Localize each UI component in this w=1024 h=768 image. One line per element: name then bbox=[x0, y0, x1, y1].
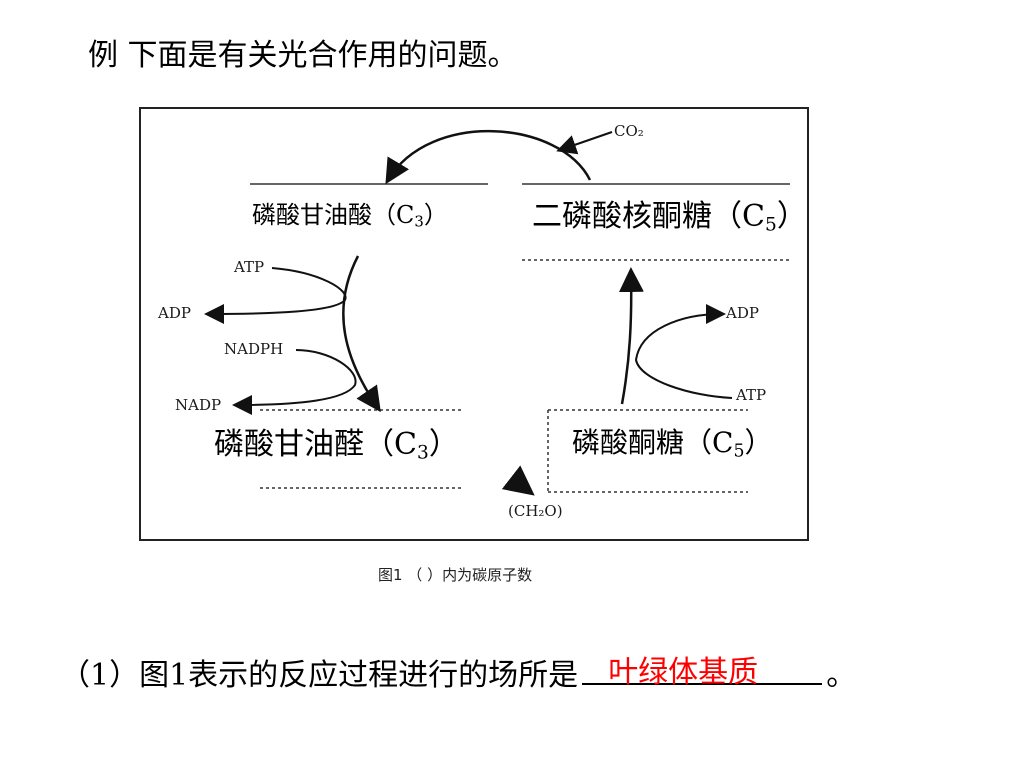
figure-frame bbox=[139, 107, 809, 541]
atp-left-label: ATP bbox=[234, 258, 265, 276]
rubp-label: 二磷酸核酮糖（C5） bbox=[532, 200, 807, 243]
ru5p-label-text: 磷酸酮糖（C bbox=[572, 426, 734, 459]
question-line: （1）图1表示的反应过程进行的场所是叶绿体基质 。 bbox=[60, 650, 856, 694]
rubp-label-sub: 5 bbox=[764, 214, 777, 236]
ch2o-arrow bbox=[501, 465, 535, 496]
carboxylation-arrow bbox=[385, 129, 592, 185]
ch2o-label: (CH₂O) bbox=[508, 502, 563, 520]
reduction-arrow bbox=[342, 255, 381, 413]
ru5p-label-close: ） bbox=[744, 426, 773, 459]
answer-text: 叶绿体基质 bbox=[608, 655, 759, 690]
nadph-label: NADPH bbox=[224, 340, 284, 358]
nadph-nadp-arrow bbox=[232, 349, 357, 415]
pga-label-text: 磷酸甘油酸（C bbox=[252, 201, 415, 229]
figure-caption: 图1 （ ）内为碳原子数 bbox=[378, 566, 533, 584]
g3p-label: 磷酸甘油醛（C3） bbox=[214, 428, 459, 471]
g3p-label-close: ） bbox=[428, 427, 459, 462]
answer-blank: 叶绿体基质 bbox=[582, 653, 823, 690]
nadp-label: NADP bbox=[175, 396, 222, 414]
ru5p-label-sub: 5 bbox=[733, 441, 745, 462]
page-title: 例 下面是有关光合作用的问题。 bbox=[88, 38, 518, 73]
pga-label: 磷酸甘油酸（C3） bbox=[252, 198, 448, 239]
ru5p-label: 磷酸酮糖（C5） bbox=[572, 426, 773, 469]
g3p-label-sub: 3 bbox=[416, 442, 429, 464]
rubp-label-close: ） bbox=[776, 199, 807, 234]
question-prefix: （1）图1表示的反应过程进行的场所是 bbox=[60, 658, 579, 693]
adp-right-label: ADP bbox=[726, 304, 759, 322]
regeneration-arrow bbox=[618, 267, 644, 405]
atp-adp-right-arrow bbox=[634, 304, 733, 399]
rubp-label-text: 二磷酸核酮糖（C bbox=[532, 199, 765, 234]
pga-label-close: ） bbox=[423, 201, 448, 229]
g3p-label-text: 磷酸甘油醛（C bbox=[214, 427, 417, 462]
atp-adp-left-arrow bbox=[204, 267, 347, 324]
adp-left-label: ADP bbox=[158, 304, 191, 322]
co2-arrow bbox=[556, 131, 613, 155]
atp-right-label: ATP bbox=[736, 386, 767, 404]
question-suffix: 。 bbox=[826, 658, 857, 693]
pga-label-sub: 3 bbox=[414, 212, 424, 231]
co2-label: CO₂ bbox=[614, 122, 644, 140]
